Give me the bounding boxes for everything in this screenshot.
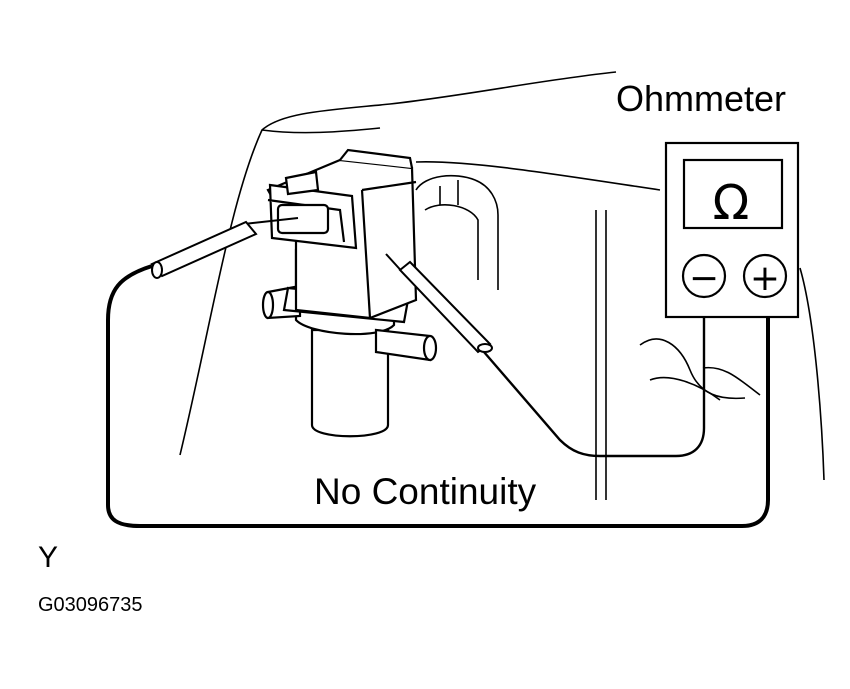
negative-sign: − — [689, 258, 719, 299]
positive-probe — [385, 253, 493, 354]
test-leads — [106, 264, 770, 528]
figure-code: G03096735 — [38, 594, 143, 616]
negative-terminal — [681, 253, 727, 299]
ohmmeter-label: Ohmmeter — [616, 78, 787, 119]
ohmmeter-display — [682, 158, 784, 230]
negative-probe — [150, 217, 299, 279]
positive-sign: + — [750, 258, 780, 299]
vsv-valve — [261, 148, 438, 438]
positive-terminal — [742, 253, 788, 299]
view-letter: Y — [38, 541, 59, 574]
continuity-result-label: No Continuity — [314, 471, 537, 512]
background-panel — [179, 71, 825, 500]
ohmmeter — [664, 141, 800, 319]
ohm-symbol: Ω — [713, 175, 750, 231]
